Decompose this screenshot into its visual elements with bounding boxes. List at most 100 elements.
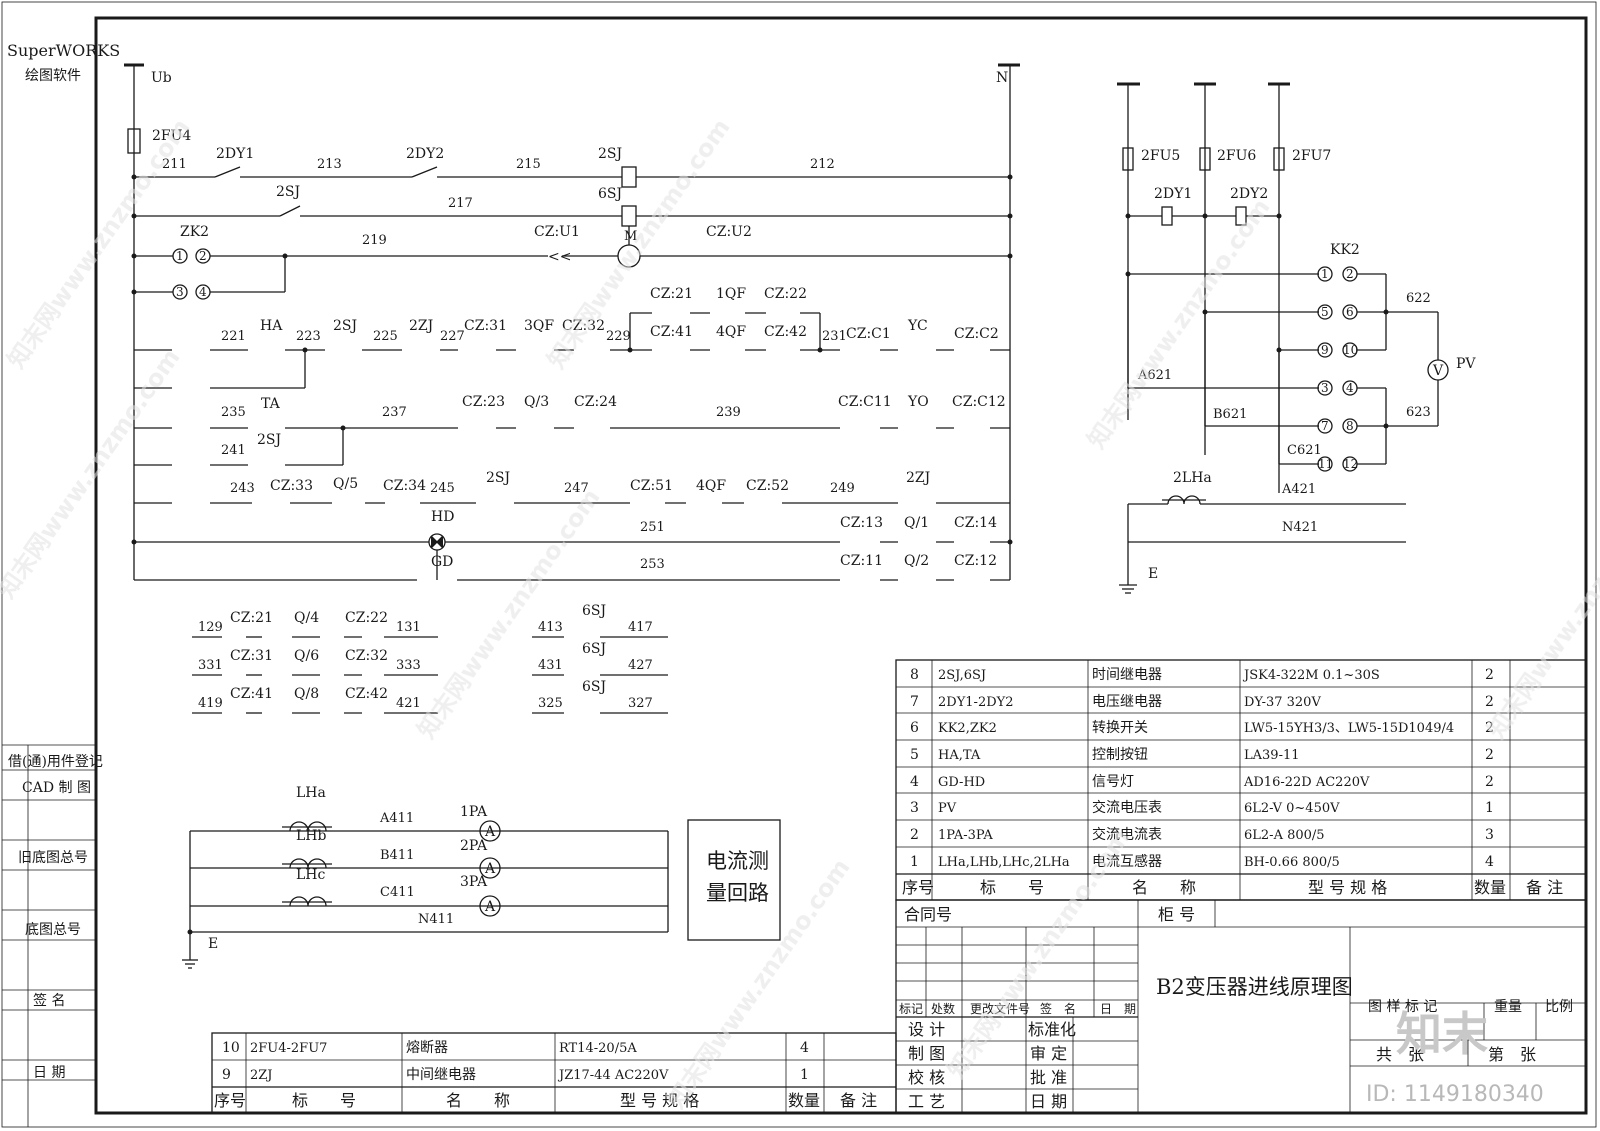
bom-cell-tag: 1PA-3PA <box>938 828 993 843</box>
svg-text:V: V <box>1432 363 1444 379</box>
svg-text:2: 2 <box>199 249 207 263</box>
wire-label: 223 <box>296 329 321 344</box>
rev-header: 处数 <box>931 1001 955 1016</box>
bom-cell-spec: JZ17-44 AC220V <box>557 1068 669 1083</box>
bom-cell-spec: AD16-22D AC220V <box>1243 775 1370 790</box>
bom-cell-no: 4 <box>910 774 919 790</box>
bom-cell-no: 8 <box>910 667 919 683</box>
wire-label: 217 <box>448 196 473 211</box>
bom-cell-tag: GD-HD <box>938 775 985 790</box>
bom-cell-tag: 2SJ,6SJ <box>938 668 986 683</box>
wire-label: B621 <box>1213 407 1247 422</box>
wire-label: 431 <box>538 658 563 673</box>
part-label: 1QF <box>716 286 746 302</box>
part-label: CZ:31 <box>230 648 273 664</box>
bom-cell-spec: JSK4-322M 0.1~30S <box>1242 668 1380 683</box>
wire-label: 245 <box>430 481 455 496</box>
wire-label: 421 <box>396 696 421 711</box>
wire-label: 215 <box>516 157 541 172</box>
bom-cell-name: 交流电压表 <box>1092 799 1162 816</box>
bom-cell-no: 2 <box>910 827 919 843</box>
current-circuit: A A A LHa LHb LHc A411 B411 C411 N411 1P… <box>182 785 781 969</box>
svg-text:A: A <box>484 861 496 877</box>
part-label: CZ:42 <box>345 686 388 702</box>
wire-label: 327 <box>628 696 653 711</box>
ammeter-3pa-icon <box>479 895 501 917</box>
svg-text:3: 3 <box>176 285 184 299</box>
wire-label: 247 <box>564 481 589 496</box>
part-label: CZ:32 <box>345 648 388 664</box>
part-label: GD <box>431 554 453 570</box>
part-label: Q/3 <box>524 394 549 410</box>
wire-label: 333 <box>396 658 421 673</box>
part-label: CZ:C2 <box>954 326 999 342</box>
part-label: E <box>1148 566 1158 582</box>
bom-cell-name: 电压继电器 <box>1092 694 1162 710</box>
wire-label: 241 <box>221 443 246 458</box>
part-label: CZ:C1 <box>846 326 891 342</box>
bom-cell-tag: HA,TA <box>938 748 981 763</box>
wire-label: 225 <box>373 329 398 344</box>
role-label: 工 艺 <box>908 1092 945 1111</box>
part-label: Q/2 <box>904 553 929 569</box>
left-panel-old-base: 旧底图总号 <box>18 850 88 866</box>
part-label: LHa <box>296 785 326 801</box>
part-label: CZ:C11 <box>838 394 892 410</box>
part-label: 2SJ <box>333 318 357 334</box>
terminal-label: 5 <box>1321 305 1329 319</box>
contact-2dy1-icon <box>214 166 241 178</box>
wire-label: A621 <box>1137 368 1172 383</box>
part-label: 2SJ <box>257 432 281 448</box>
kk2-switch: 1 2 5 6 9 10 3 4 7 8 11 12 <box>1317 266 1358 472</box>
part-label: CZ:22 <box>764 286 807 302</box>
wire-label: 212 <box>810 157 835 172</box>
software-subtitle: 绘图软件 <box>25 68 81 84</box>
wire-label: B411 <box>380 848 414 863</box>
terminal-label: 1 <box>1321 267 1329 281</box>
wire-label: 129 <box>198 620 223 635</box>
cabinet-label: 柜 号 <box>1158 905 1195 924</box>
part-label: CZ:51 <box>630 478 673 494</box>
part-label: KK2 <box>1330 242 1360 258</box>
wire-label: 219 <box>362 233 387 248</box>
wire-label: 211 <box>162 157 187 172</box>
part-label: CZ:C12 <box>952 394 1006 410</box>
part-label: HD <box>431 509 454 525</box>
rev-header: 签 名 <box>1040 1001 1076 1016</box>
ct-lha-icon <box>289 821 327 832</box>
part-label: 2DY2 <box>406 146 444 162</box>
wire-label: 249 <box>830 481 855 496</box>
bom-cell-spec: LW5-15YH3/3、LW5-15D1049/4 <box>1244 721 1454 736</box>
bom-cell-spec: 6L2-V 0~450V <box>1244 801 1340 816</box>
part-label: E <box>208 936 218 952</box>
svg-text:4: 4 <box>199 285 207 299</box>
left-panel-borrow: 借(通)用件登记 <box>8 754 103 770</box>
bom-cell-spec: DY-37 320V <box>1244 695 1321 710</box>
software-brand: SuperWORKS <box>7 41 120 60</box>
part-label: CZ:21 <box>650 286 693 302</box>
weight-label: 重量 <box>1494 999 1522 1015</box>
part-label: CZ:24 <box>574 394 617 410</box>
part-label: 6SJ <box>582 679 606 695</box>
part-label: CZ:22 <box>345 610 388 626</box>
bom-cell-qty: 2 <box>1485 747 1494 763</box>
watermark-text: 知末网www.znzmo.com <box>2 114 196 374</box>
watermark-text: 知末网www.znzmo.com <box>1482 484 1600 744</box>
bom-header-tag: 标 号 <box>292 1091 356 1110</box>
bom-cell-name: 中间继电器 <box>406 1067 476 1083</box>
part-label: YO <box>907 394 929 410</box>
watermark-logo: 知末 <box>1396 1007 1488 1061</box>
bom-cell-spec: 6L2-A 800/5 <box>1244 828 1325 843</box>
part-label: YC <box>907 318 928 334</box>
bom-cell-name: 控制按钮 <box>1092 747 1148 763</box>
bom-cell-tag: 2ZJ <box>250 1068 273 1083</box>
part-label: CZ:21 <box>230 610 273 626</box>
wire-label: 229 <box>606 329 631 344</box>
part-label: CZ:31 <box>464 318 507 334</box>
bom-cell-name: 信号灯 <box>1092 774 1134 790</box>
part-label: Q/5 <box>333 476 358 492</box>
wire-label: 239 <box>716 405 741 420</box>
part-label: 6SJ <box>582 603 606 619</box>
coil-icon <box>1161 206 1173 226</box>
